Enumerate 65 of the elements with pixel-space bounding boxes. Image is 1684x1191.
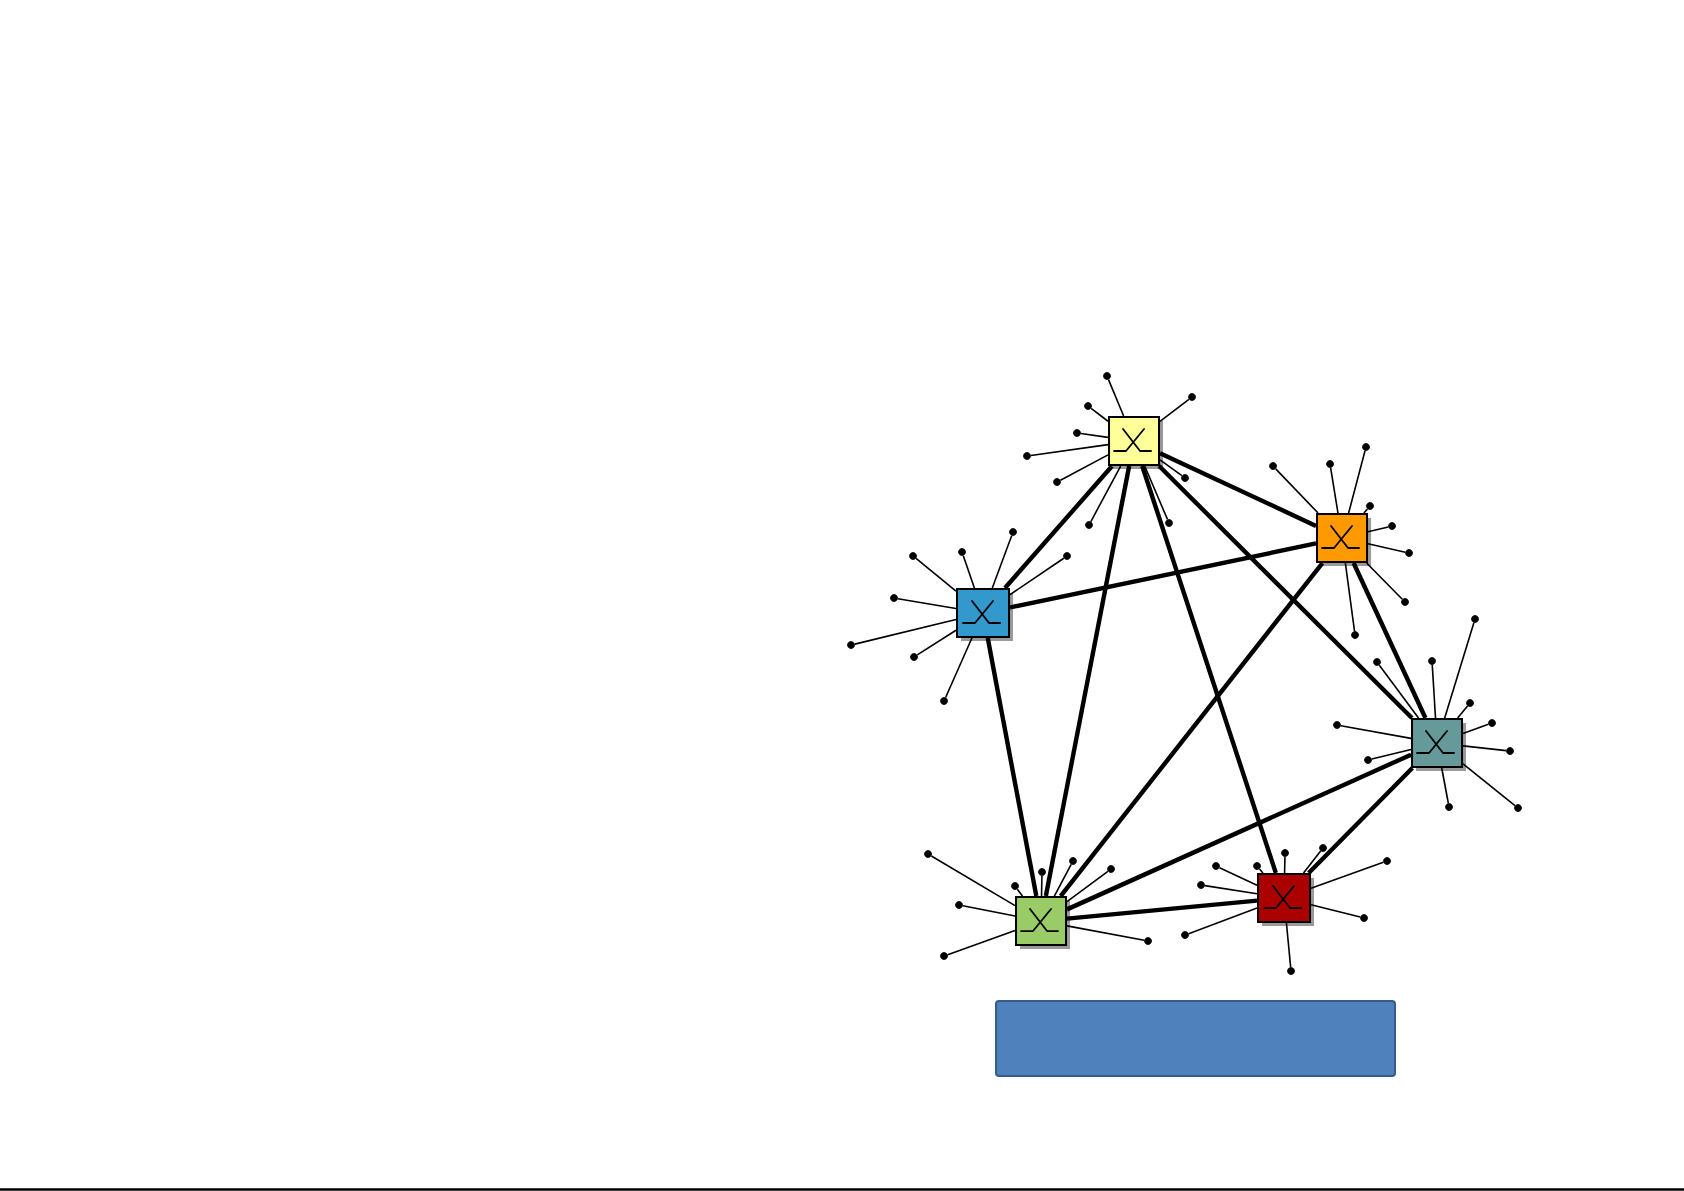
connection-line	[985, 637, 1039, 897]
spoke-line	[1456, 705, 1469, 719]
spoke-line	[946, 929, 1016, 956]
connection-line	[1157, 464, 1414, 720]
spoke-line	[930, 855, 1016, 907]
spoke-line	[1159, 398, 1190, 423]
connection-line	[1066, 752, 1412, 912]
spoke-line	[1059, 454, 1109, 481]
spoke-line	[1283, 856, 1286, 874]
spoke-line	[1365, 562, 1404, 601]
spoke-line	[1462, 723, 1490, 735]
spoke-line	[1440, 767, 1450, 804]
spoke-line	[1053, 863, 1072, 897]
spoke-line	[1016, 888, 1024, 897]
spoke-line	[1329, 467, 1339, 514]
spoke-line	[1040, 875, 1043, 897]
spoke-line	[897, 597, 957, 610]
spoke-line	[1285, 922, 1292, 968]
spoke-line	[1274, 468, 1319, 514]
spoke-line	[1340, 724, 1412, 740]
spoke-line	[1378, 664, 1420, 719]
spoke-line	[915, 557, 957, 592]
spoke-line	[1090, 465, 1122, 523]
spoke-line	[854, 618, 957, 645]
spoke-line	[1080, 432, 1109, 439]
connection-line	[1043, 465, 1132, 897]
spoke-line	[1344, 562, 1356, 632]
blank-banner	[995, 1000, 1396, 1078]
spoke-line	[1462, 745, 1507, 752]
spoke-line	[1187, 907, 1258, 935]
spoke-line	[1302, 850, 1322, 874]
connection-line	[1058, 561, 1325, 898]
spoke-line	[916, 629, 957, 656]
spoke-line	[1462, 763, 1516, 807]
spoke-line	[1090, 407, 1109, 423]
connection-line	[1351, 562, 1428, 719]
spoke-line	[1066, 925, 1145, 942]
spoke-line	[1143, 465, 1169, 521]
connection-line	[1140, 465, 1278, 874]
spoke-line	[1066, 870, 1109, 903]
connection-line	[1009, 541, 1317, 610]
spoke-line	[962, 904, 1016, 917]
spoke-line	[1367, 526, 1390, 533]
spoke-line	[1367, 543, 1406, 553]
spoke-line	[1009, 557, 1065, 596]
spoke-line	[1371, 748, 1412, 760]
spoke-line	[1443, 621, 1475, 719]
connection-line	[1003, 464, 1114, 590]
spoke-line	[1347, 450, 1366, 514]
spoke-line	[1159, 459, 1183, 477]
spoke-line	[1431, 664, 1437, 719]
spoke-line	[962, 554, 976, 589]
spoke-line	[991, 534, 1013, 589]
spoke-line	[1218, 866, 1258, 887]
spoke-line	[1310, 904, 1362, 918]
spoke-line	[1107, 378, 1125, 417]
connection-line	[1066, 898, 1258, 921]
spoke-line	[1204, 884, 1258, 895]
spoke-line	[1310, 861, 1385, 890]
spoke-line	[1363, 508, 1369, 514]
spoke-line	[1030, 443, 1109, 457]
connection-line	[1307, 766, 1414, 875]
spoke-line	[1258, 868, 1264, 874]
spoke-line	[944, 637, 973, 699]
connection-line	[1159, 451, 1317, 528]
